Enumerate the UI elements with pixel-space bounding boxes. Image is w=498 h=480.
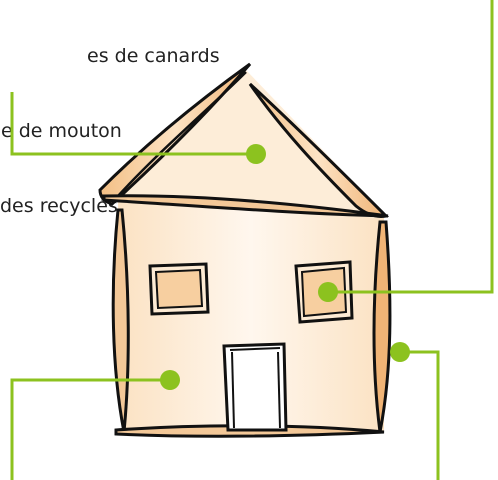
left-window <box>150 264 208 314</box>
door <box>224 344 286 430</box>
callout-window-dot <box>318 282 338 302</box>
callout-wall-left-dot <box>160 370 180 390</box>
callout-wall-right <box>390 342 438 480</box>
callout-wall-right-dot <box>390 342 410 362</box>
right-wall-plank <box>374 222 390 432</box>
callout-wall-right-line <box>400 352 438 480</box>
left-wall-plank <box>113 210 128 432</box>
callout-roof-dot <box>246 144 266 164</box>
